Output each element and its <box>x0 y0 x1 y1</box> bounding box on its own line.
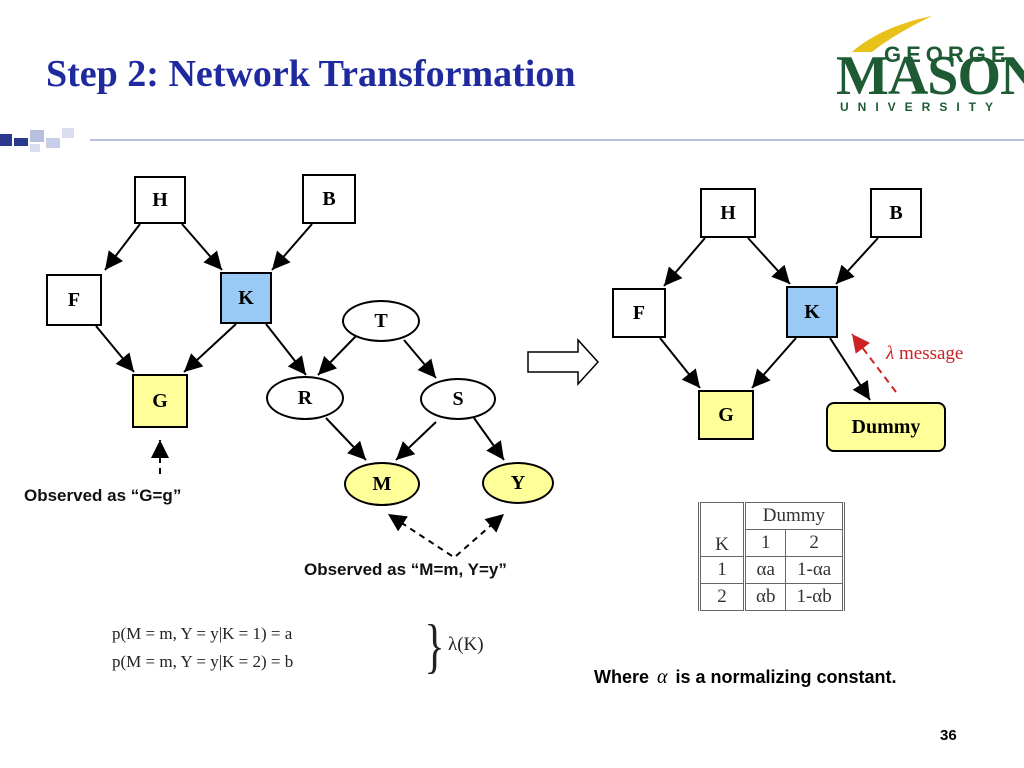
node2-f: F <box>612 288 666 338</box>
dummy-cpt-table: K Dummy 1 2 1 αa 1-αa 2 αb 1-αb <box>698 502 845 611</box>
table-header-dummy: Dummy <box>744 502 845 530</box>
edge2-f-g <box>659 337 701 389</box>
edge2-k-g <box>751 337 797 389</box>
logo-mason-text: MASON <box>836 45 1024 107</box>
node2-g: G <box>698 390 754 440</box>
university-logo: GEORGE MASON UNIVERSITY <box>832 14 1024 124</box>
observed-m-pointer <box>387 513 453 557</box>
lambda-k-label: λ(K) <box>448 634 484 655</box>
observed-y-pointer <box>455 513 505 557</box>
title-rule <box>90 139 1024 141</box>
edge-t-s <box>403 339 437 379</box>
logo-george-text: GEORGE <box>884 42 1011 67</box>
edge-t-r <box>317 335 357 376</box>
logo-university-text: UNIVERSITY <box>840 100 1003 114</box>
edge-h-k <box>181 223 223 271</box>
node-g: G <box>132 374 188 428</box>
slide-title: Step 2: Network Transformation <box>46 53 576 95</box>
edge-s-m <box>395 421 437 461</box>
table-header-1: 1 <box>743 529 787 557</box>
logo-swoosh-icon <box>852 16 932 52</box>
node2-b: B <box>870 188 922 238</box>
edge2-h-f <box>663 237 706 287</box>
node-k: K <box>220 272 272 324</box>
node-b: B <box>302 174 356 224</box>
page-number: 36 <box>940 727 957 744</box>
formula-k2: p(M = m, Y = y|K = 2) = b <box>112 652 294 671</box>
transform-arrow-icon <box>527 338 600 386</box>
title-decoration <box>0 126 90 156</box>
formula-brace: } <box>424 613 445 679</box>
table-header-k: K <box>698 502 746 557</box>
observed-g-label: Observed as “G=g” <box>24 486 182 505</box>
node-y: Y <box>482 462 554 504</box>
node2-h: H <box>700 188 756 238</box>
node-s: S <box>420 378 496 420</box>
edge2-b-k <box>835 237 879 285</box>
table-row: 1 αa 1-αa <box>698 556 845 584</box>
observed-my-label: Observed as “M=m, Y=y” <box>304 560 507 579</box>
table-header-2: 2 <box>785 529 845 557</box>
formula-k1: p(M = m, Y = y|K = 1) = a <box>112 624 293 643</box>
node-m: M <box>344 462 420 506</box>
edge-s-y <box>473 417 505 461</box>
node-f: F <box>46 274 102 326</box>
edge-h-f <box>104 223 141 271</box>
edge2-k-dummy <box>829 337 871 401</box>
lambda-message-arrow <box>851 333 897 393</box>
node-r: R <box>266 376 344 420</box>
edge-k-g <box>183 323 237 373</box>
node2-k: K <box>786 286 838 338</box>
node2-dummy: Dummy <box>826 402 946 452</box>
table-row: 2 αb 1-αb <box>698 583 845 611</box>
edge-k-r <box>265 323 307 376</box>
lambda-message-label: λ message <box>886 343 964 364</box>
edge-f-g <box>95 325 135 373</box>
edge-r-m <box>325 417 367 461</box>
edge2-h-k <box>747 237 791 285</box>
node-t: T <box>342 300 420 342</box>
node-h: H <box>134 176 186 224</box>
edge-b-k <box>271 223 313 271</box>
